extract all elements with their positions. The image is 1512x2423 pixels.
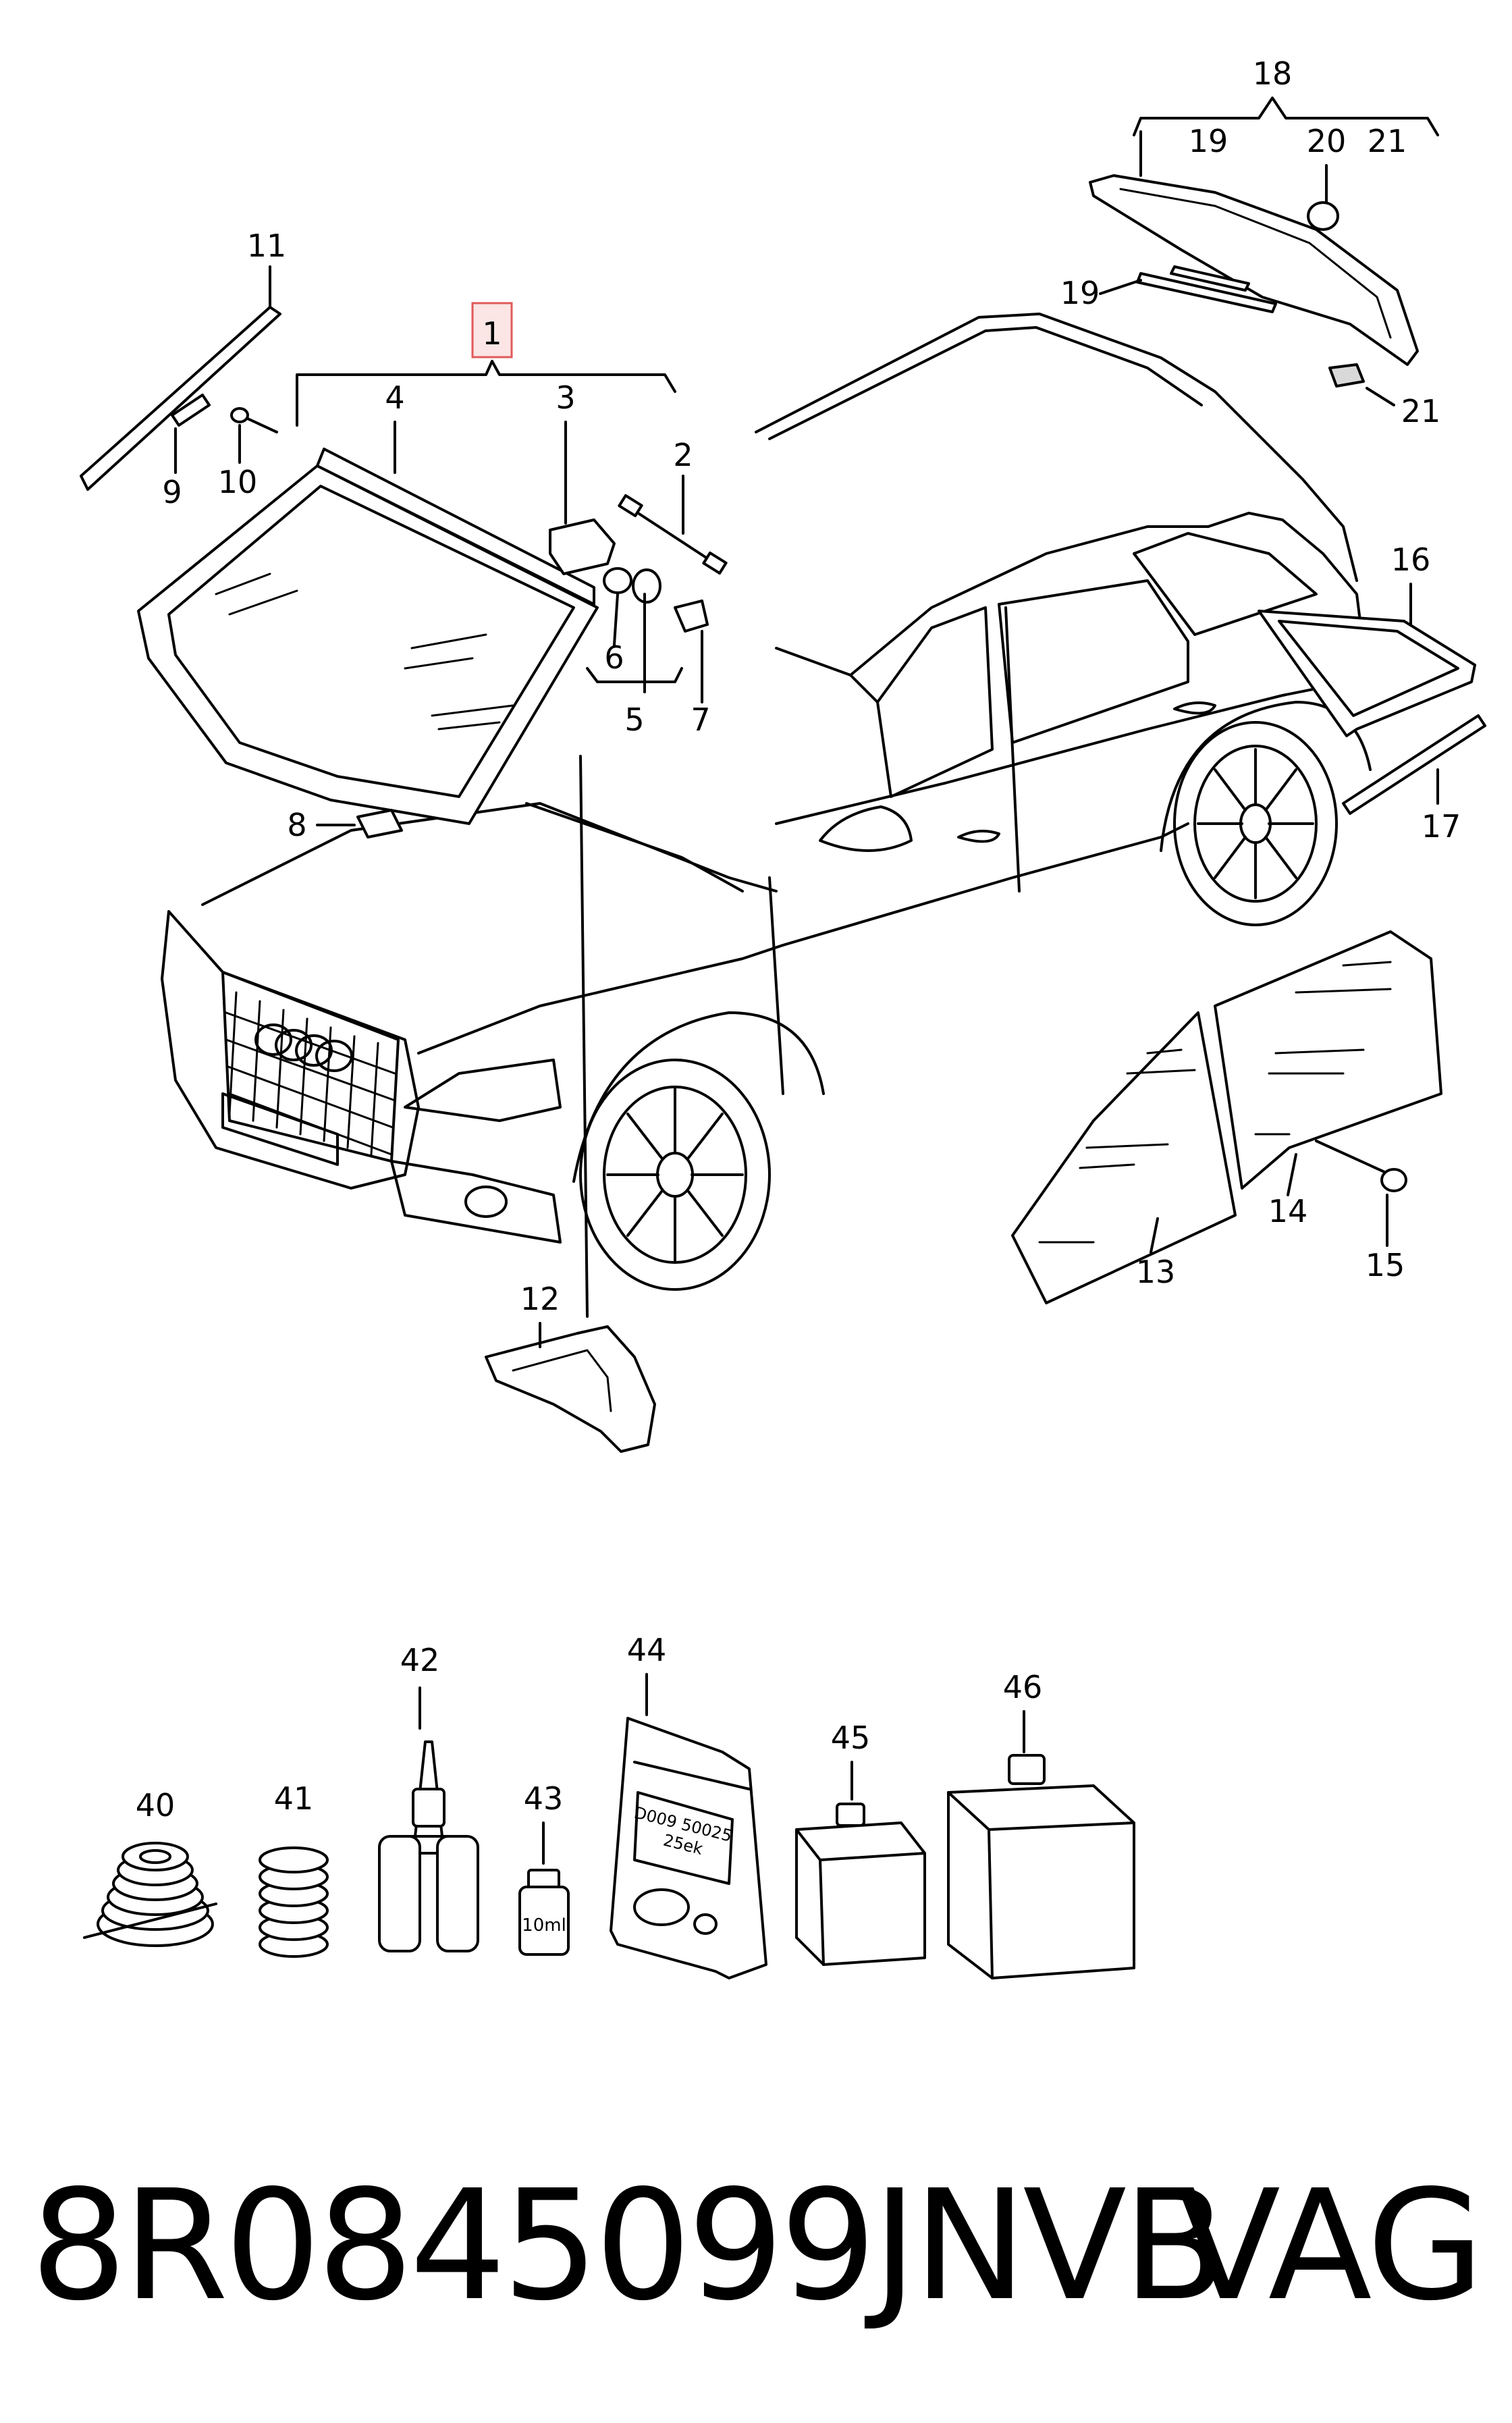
callout-4: 4 [385,379,404,416]
callout-40: 40 [136,1787,176,1823]
spacer-pad [356,809,403,838]
callout-13: 13 [1136,1254,1176,1290]
brand-name: VAG [1177,2158,1484,2335]
rear-window-glass [1089,174,1419,366]
callout-19a: 19 [1189,123,1228,159]
windshield-group: 1 4 3 2 6 5 7 8 [137,302,728,843]
part-number: 8R0845099JNVB [30,2158,1226,2335]
parts-diagram: 1 4 3 2 6 5 7 8 1 [80,55,1486,1979]
callout-7: 7 [691,701,710,738]
callout-1: 1 [482,315,502,352]
door-glass-group: 13 14 15 [1011,930,1442,1304]
cleaner-bottle [947,1754,1135,1979]
callout-15: 15 [1366,1247,1405,1283]
rear-trim-strip [1136,272,1277,313]
pillar-clip [171,394,211,427]
repair-kit-pouch: D009 50025 25ek [610,1717,767,1979]
mirror-cover [485,1325,656,1453]
pillar-trim [80,306,281,491]
door-bolt [1315,1140,1407,1192]
callout-3: 3 [556,379,575,416]
adhesive-roll [83,1842,217,1947]
callout-14: 14 [1268,1193,1308,1229]
primer-vial: 10ml [518,1869,570,1956]
callout-46: 46 [1003,1669,1043,1705]
quarter-glass-group: 16 17 [1258,541,1486,845]
rear-wheel [1173,721,1338,926]
rings-logo [254,1023,353,1072]
front-wheel [579,1059,771,1291]
callout-10: 10 [218,464,258,500]
sensor-cable [626,505,717,565]
quarter-glass [1258,610,1476,737]
rain-sensor [674,600,709,633]
callout-18: 18 [1253,55,1293,92]
callout-11: 11 [247,228,287,264]
callout-41: 41 [274,1780,314,1817]
grille-bars [225,991,396,1156]
callout-42: 42 [400,1642,440,1678]
callout-17: 17 [1422,808,1461,845]
callout-9: 9 [162,474,182,510]
rear-door-glass [1214,930,1442,1190]
rear-grommet [1307,201,1339,231]
seal-strip [316,448,595,606]
callout-45: 45 [831,1720,871,1756]
callout-12: 12 [520,1281,560,1317]
callout-19b: 19 [1060,275,1100,311]
windshield-glass [137,464,599,825]
callout-44: 44 [627,1632,667,1668]
activator-bottle [795,1803,926,1966]
rear-glass-group: 18 19 20 21 19 21 [1060,55,1441,429]
mirror-bracket [549,518,616,575]
cutting-wire-coil [259,1846,329,1958]
callout-5: 5 [624,701,644,738]
twin-cartridge [378,1740,479,1952]
cover-group: 12 [485,755,656,1453]
callout-16: 16 [1391,541,1431,578]
callout-8: 8 [287,807,306,843]
callout-21b: 21 [1401,393,1441,429]
callout-43: 43 [524,1780,564,1817]
front-door-glass [1011,1011,1237,1304]
vial-label: 10ml [522,1915,566,1936]
pillar-trim-group: 11 9 10 [80,228,287,510]
accessories-group: 40 41 42 10ml 43 [83,1632,1135,1979]
highlight-box [471,302,513,358]
sensor-clip [603,567,632,594]
quarter-trim-strip [1342,714,1486,815]
rear-pad [1328,363,1365,388]
vehicle-illustration [161,313,1372,1291]
callout-2: 2 [673,437,693,473]
callout-20: 20 [1307,123,1347,159]
callout-21a: 21 [1368,123,1407,159]
